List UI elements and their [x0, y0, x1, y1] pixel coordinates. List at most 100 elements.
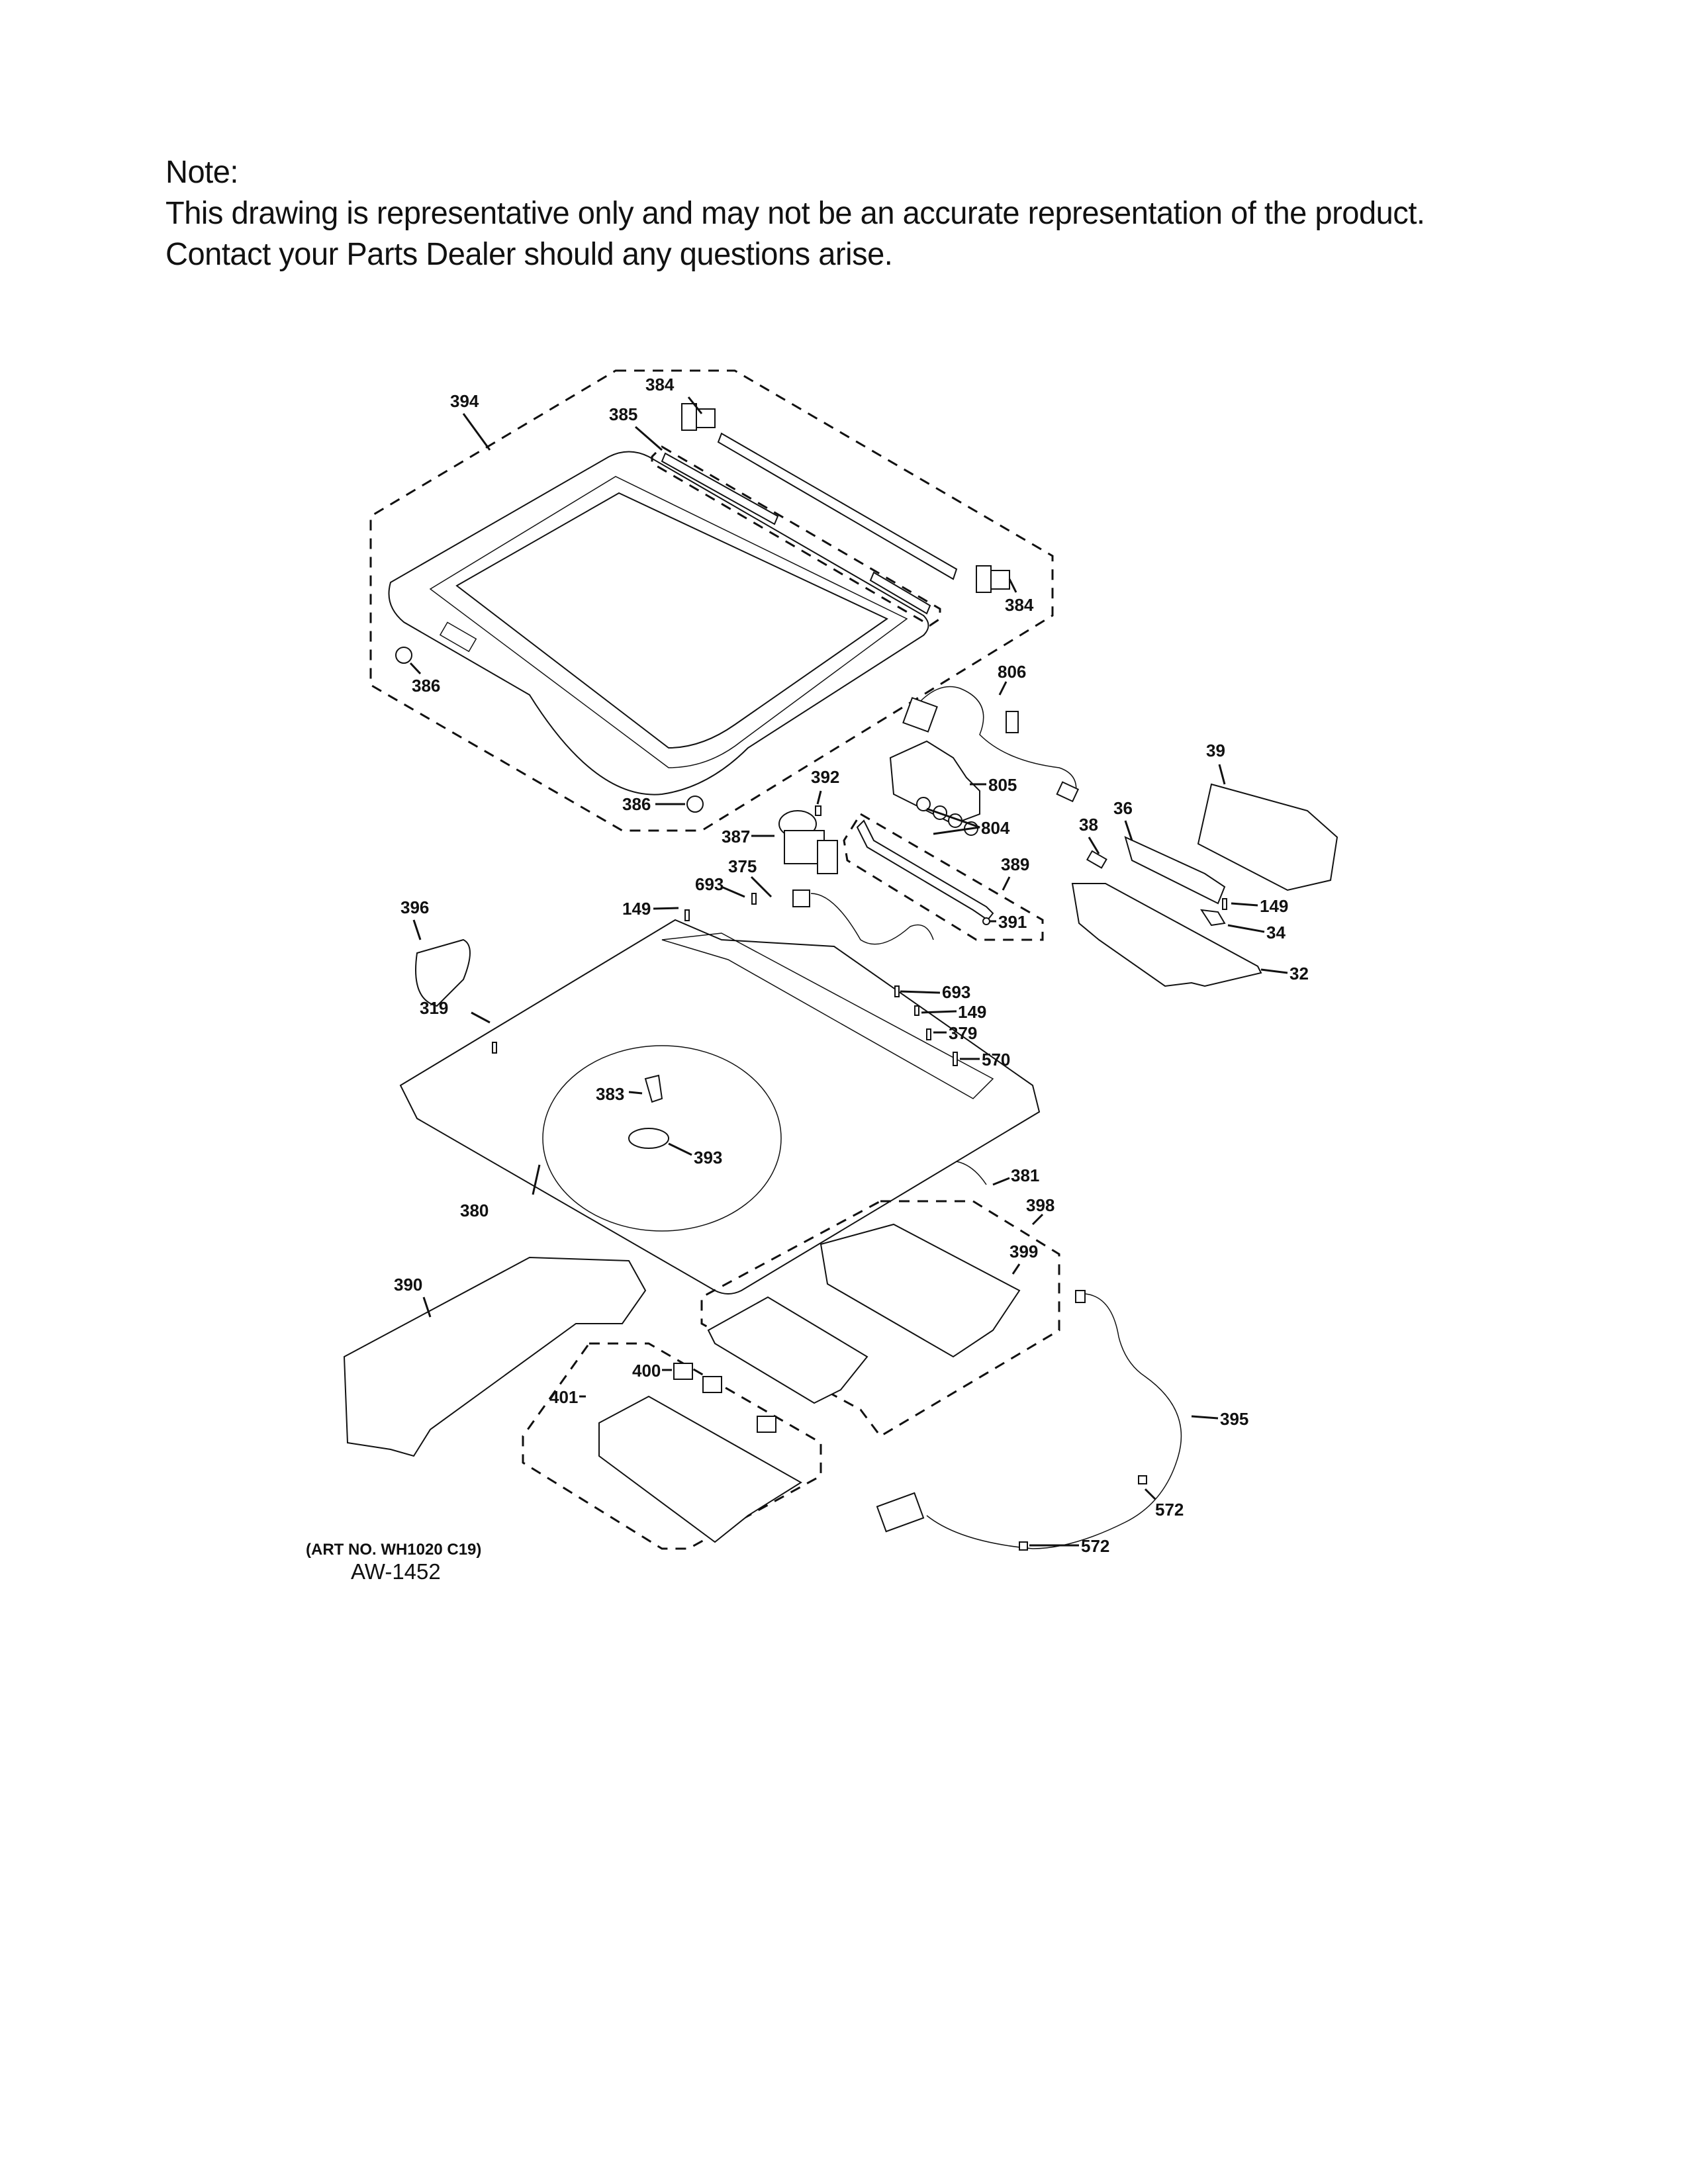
- leader-394: [462, 413, 491, 451]
- callout-36: 36: [1113, 798, 1133, 818]
- leader-399: [1011, 1263, 1021, 1275]
- callout-386-bottom: 386: [622, 794, 651, 814]
- cover-393: [628, 1128, 669, 1149]
- leader-381: [992, 1177, 1010, 1186]
- callout-805: 805: [988, 775, 1017, 795]
- callout-391: 391: [998, 912, 1027, 932]
- callout-384-right: 384: [1005, 595, 1034, 615]
- leader-34: [1227, 924, 1265, 933]
- note-line-2: Contact your Parts Dealer should any que…: [165, 237, 893, 272]
- callout-806: 806: [998, 662, 1026, 682]
- control-board-36: [1124, 836, 1226, 905]
- top-cover-back-plate: [661, 933, 994, 1099]
- screen-1: [916, 797, 931, 811]
- drawing-id-caption: AW-1452: [351, 1559, 441, 1584]
- pressure-sensor-375: [792, 889, 810, 907]
- leader-149b: [1231, 902, 1258, 907]
- dispenser-group-outline: [700, 1200, 1060, 1437]
- lid-lock-arm: [817, 840, 838, 874]
- cap-400-3: [757, 1416, 776, 1433]
- leader-149c: [921, 1010, 957, 1014]
- callout-572-right: 572: [1155, 1500, 1184, 1520]
- clamp-391: [982, 917, 990, 925]
- callout-383: 383: [596, 1084, 624, 1104]
- leader-693b: [900, 990, 941, 994]
- lid-group-outline: [369, 369, 1054, 832]
- callout-319: 319: [420, 998, 448, 1018]
- hinge-spring-right: [869, 571, 931, 615]
- leader-386a: [409, 662, 422, 675]
- art-number-caption: (ART NO. WH1020 C19): [306, 1541, 482, 1559]
- water-valve-group: [889, 686, 1080, 836]
- note-line-1: This drawing is representative only and …: [165, 196, 1425, 231]
- harness-381: [956, 1161, 987, 1185]
- hinge-left: [681, 403, 697, 431]
- leader-384a: [687, 396, 703, 414]
- harness-806-plug: [1006, 711, 1019, 733]
- harness-806-end: [1056, 781, 1080, 803]
- duct-390: [343, 1256, 647, 1457]
- screw-392: [815, 805, 821, 816]
- callout-804: 804: [981, 818, 1010, 838]
- leader-319: [471, 1011, 491, 1024]
- bumper-left: [395, 647, 412, 664]
- bracket-34: [1199, 909, 1226, 927]
- leader-398: [1031, 1213, 1044, 1226]
- screw-319: [492, 1042, 497, 1054]
- harness-395-group: [876, 1290, 1182, 1551]
- note-heading: Note:: [165, 155, 238, 190]
- lid-glass: [455, 492, 888, 749]
- leader-384b: [1008, 578, 1017, 593]
- leader-390: [422, 1297, 432, 1318]
- callout-385: 385: [609, 404, 637, 424]
- dispenser-tray: [707, 1296, 868, 1404]
- lid-window-frame: [429, 476, 908, 768]
- hinge-left-plate: [696, 408, 716, 428]
- callout-693-right: 693: [942, 982, 970, 1002]
- water-valve: [889, 740, 980, 825]
- drawer-401: [598, 1395, 802, 1543]
- bumper-bottom: [686, 796, 704, 813]
- hinge-right-plate: [990, 570, 1010, 590]
- cap-400-1: [673, 1363, 693, 1380]
- top-cover-group: [399, 919, 1041, 1295]
- dispenser-housing-399: [820, 1223, 1021, 1358]
- leader-385: [635, 426, 663, 451]
- harness-806-connector: [902, 697, 938, 733]
- leader-693a: [721, 886, 745, 898]
- callout-380: 380: [460, 1201, 489, 1220]
- callout-38: 38: [1079, 815, 1098, 835]
- callout-572-bottom: 572: [1081, 1536, 1109, 1556]
- cap-400-2: [702, 1376, 722, 1393]
- leader-396: [412, 919, 422, 940]
- callout-393: 393: [694, 1148, 722, 1167]
- drawer-group: [522, 1342, 822, 1550]
- callout-400: 400: [632, 1361, 661, 1381]
- callout-693-top: 693: [695, 874, 724, 894]
- leader-572a: [1144, 1488, 1156, 1500]
- handle-396: [415, 938, 471, 1007]
- clip-572-b: [1019, 1541, 1028, 1551]
- callout-379: 379: [949, 1023, 977, 1043]
- leader-375: [750, 876, 773, 898]
- control-cover-39: [1197, 783, 1338, 891]
- callout-570: 570: [982, 1050, 1010, 1069]
- screw-149-c: [914, 1005, 919, 1016]
- screw-149-panel: [1222, 898, 1227, 910]
- control-panel-group: [1071, 783, 1338, 987]
- screw-693: [751, 893, 757, 905]
- leader-39: [1218, 764, 1226, 785]
- harness-395-connector: [876, 1492, 925, 1533]
- screw-149: [684, 909, 690, 921]
- board-part-38: [1086, 850, 1107, 869]
- leader-392: [816, 790, 822, 805]
- lid-badge: [439, 621, 477, 653]
- hinge-right: [976, 565, 992, 593]
- leader-149a: [653, 907, 679, 910]
- leader-806: [998, 681, 1008, 696]
- lid-assembly-group: [369, 369, 1054, 832]
- hose-group-outline: [843, 812, 1044, 941]
- screw-379: [926, 1028, 931, 1040]
- leader-lines: [409, 396, 1288, 1547]
- callout-398: 398: [1026, 1195, 1055, 1215]
